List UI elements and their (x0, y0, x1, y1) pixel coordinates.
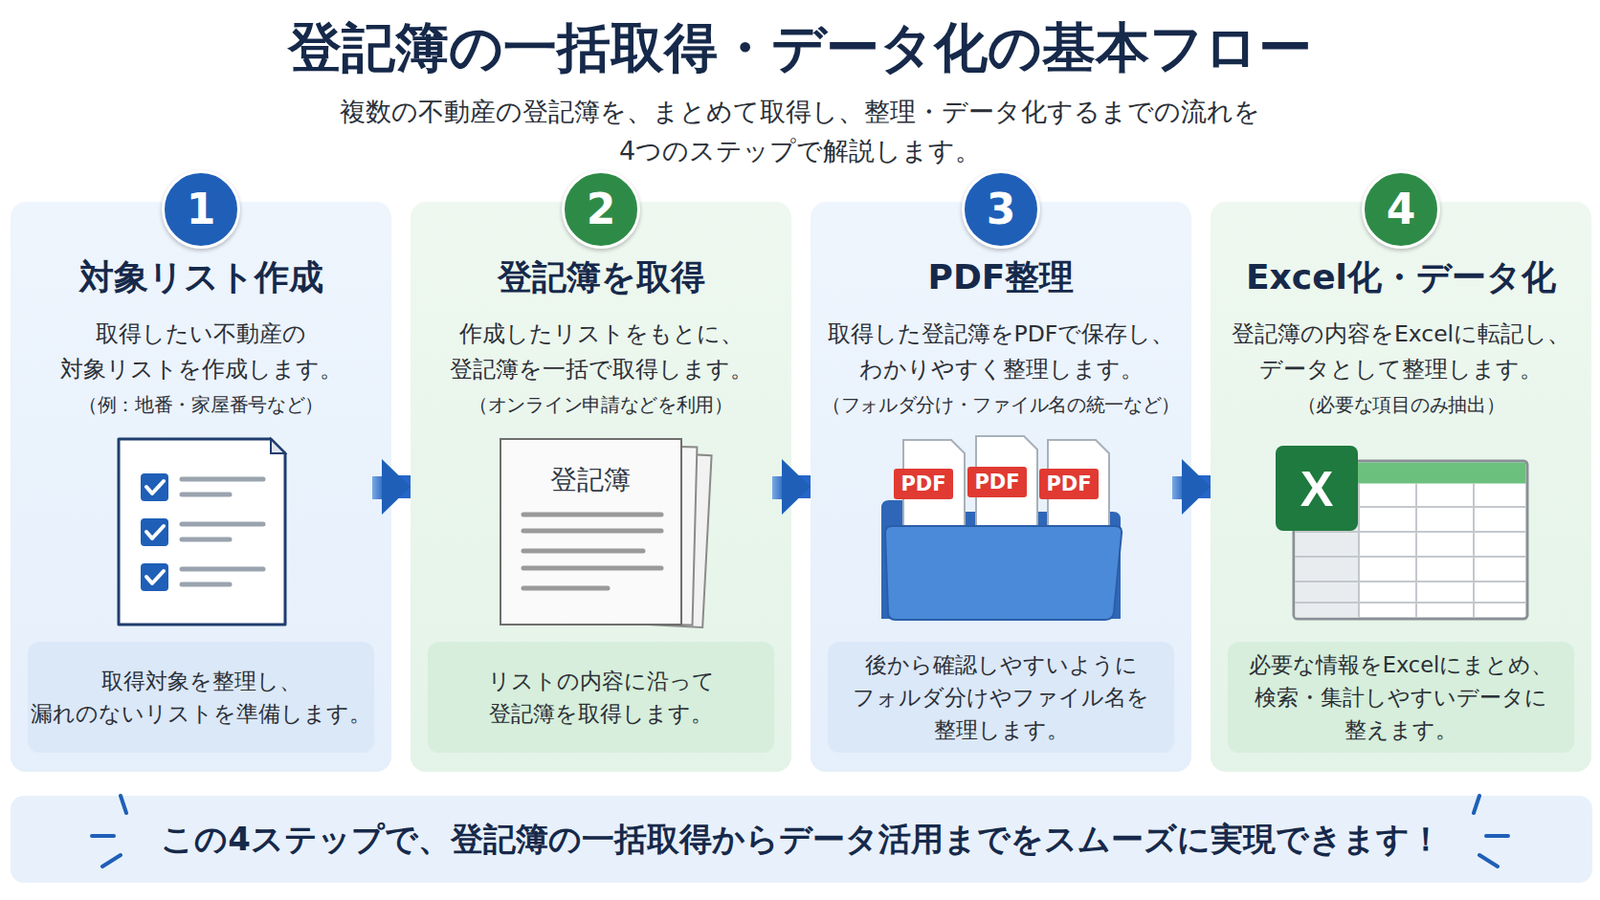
step-badge: 1 (161, 170, 241, 249)
step-badge: 4 (1361, 170, 1441, 249)
summary-text: この4ステップで、登記簿の一括取得からデータ活用までをスムーズに実現できます！ (160, 818, 1443, 863)
step-heading: Excel化・データ化 (1210, 256, 1592, 299)
summary-banner: この4ステップで、登記簿の一括取得からデータ活用までをスムーズに実現できます！ (10, 796, 1593, 884)
flow-arrow (791, 475, 811, 499)
pdf-label: PDF (900, 474, 946, 495)
step-number: 2 (586, 188, 617, 231)
step-number: 1 (186, 188, 217, 231)
step-example: （フォルダ分け・ファイル名の統一など） (810, 387, 1192, 423)
step-badge: 3 (961, 170, 1041, 249)
step-example: （必要な項目のみ抽出） (1210, 387, 1592, 423)
step-description: 登記簿の内容をExcelに転記し、 データとして整理します。 (1223, 316, 1578, 388)
excel-letter: X (1300, 464, 1334, 514)
step-heading: 登記簿を取得 (410, 256, 792, 299)
step-heading: PDF整理 (810, 256, 1192, 299)
step-note: 必要な情報をExcelにまとめ、 検索・集計しやすいデータに 整えます。 (1237, 648, 1565, 747)
note-box: リストの内容に沿って 登記簿を取得します。 (427, 642, 775, 754)
step-number: 4 (1386, 188, 1417, 231)
flow-arrow (391, 475, 411, 499)
diagram-subtitle: 複数の不動産の登記簿を、まとめて取得し、整理・データ化するまでの流れを 4つのス… (225, 91, 1375, 171)
step-panel: Excel化・データ化登記簿の内容をExcelに転記し、 データとして整理します… (1210, 201, 1592, 773)
flow-arrow (1191, 475, 1211, 499)
step-example: （オンライン申請などを利用） (410, 387, 792, 423)
step-description: 取得したい不動産の 対象リストを作成します。 (23, 316, 378, 388)
note-box: 必要な情報をExcelにまとめ、 検索・集計しやすいデータに 整えます。 (1227, 642, 1575, 754)
note-box: 後から確認しやすいように フォルダ分けやファイル名を 整理します。 (827, 642, 1175, 754)
note-box: 取得対象を整理し、 漏れのないリストを準備します。 (27, 642, 375, 754)
document-title: 登記簿 (550, 466, 631, 494)
step-panel: 対象リスト作成取得したい不動産の 対象リストを作成します。（例：地番・家屋番号な… (10, 201, 392, 773)
step-badge: 2 (561, 170, 641, 249)
step-note: 後から確認しやすいように フォルダ分けやファイル名を 整理します。 (837, 648, 1165, 747)
step-description: 作成したリストをもとに、 登記簿を一括で取得します。 (423, 316, 778, 388)
step-example: （例：地番・家屋番号など） (10, 387, 392, 423)
step-note: 取得対象を整理し、 漏れのないリストを準備します。 (30, 665, 372, 731)
step-heading: 対象リスト作成 (10, 256, 392, 299)
step-number: 3 (986, 188, 1017, 231)
diagram-title: 登記簿の一括取得・データ化の基本フロー (0, 19, 1600, 77)
pdf-label: PDF (1045, 474, 1091, 495)
step-note: リストの内容に沿って 登記簿を取得します。 (437, 665, 765, 731)
step-description: 取得した登記簿をPDFで保存し、 わかりやすく整理します。 (823, 316, 1178, 388)
pdf-label: PDF (974, 472, 1020, 493)
